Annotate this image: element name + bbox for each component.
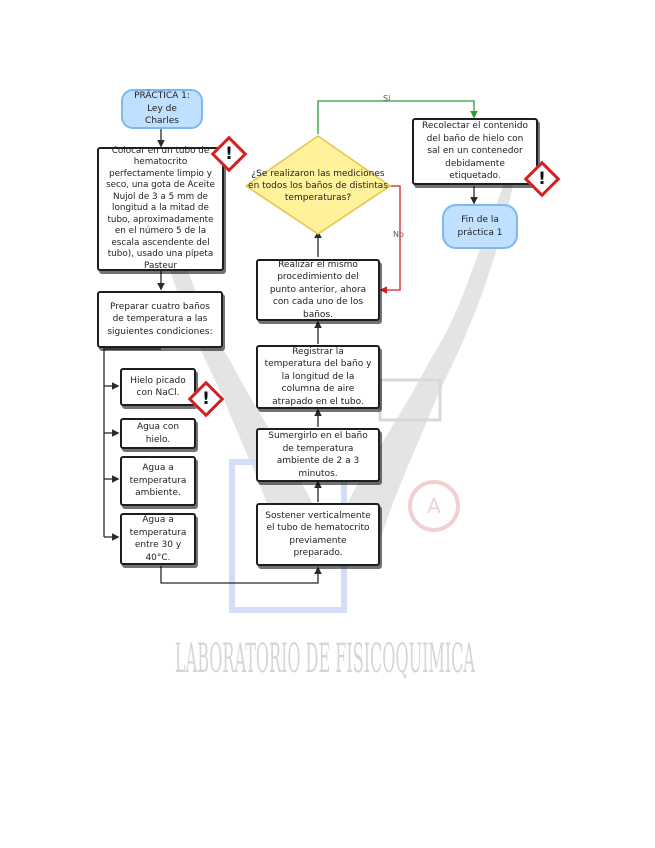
step-sostener-tubo: Sostener verticalmente el tubo de hemato… [256, 503, 380, 566]
battery-symbol [378, 378, 442, 422]
start-terminal: PRÁCTICA 1: Ley de Charles [121, 89, 203, 129]
end-text: Fin de la práctica 1 [457, 215, 503, 238]
bath-30-40: Agua a temperatura entre 30 y 40°C. [120, 513, 196, 565]
step-repetir-text: Realizar el mismo procedimiento del punt… [269, 259, 367, 320]
step-registrar: Registrar la temperatura del baño y la l… [256, 345, 380, 409]
arrow-bath4-step3 [160, 566, 322, 584]
bath-ambiente: Agua a temperatura ambiente. [120, 456, 196, 506]
decision-diamond [244, 135, 392, 235]
bath-ambiente-text: Agua a temperatura ambiente. [129, 463, 187, 499]
decision-question: ¿Se realizaron las mediciones en todos l… [248, 169, 388, 203]
step-recolectar: Recolectar el contenido del baño de hiel… [412, 118, 538, 185]
step-colocar-gota: Colocar en un tubo de hematocrito perfec… [97, 145, 224, 271]
bath-hielo-nacl: Hielo picado con NaCl. [120, 368, 196, 406]
arrow-no [379, 185, 401, 294]
no-label: No [393, 230, 404, 239]
end-terminal: Fin de la práctica 1 [442, 204, 518, 249]
hazard-mark: ! [202, 389, 210, 409]
arrow-yes [317, 100, 478, 134]
branch-baths [103, 348, 161, 537]
yes-label: Si [383, 94, 391, 103]
hazard-mark: ! [225, 144, 233, 164]
step-repetir: Realizar el mismo procedimiento del punt… [256, 259, 380, 321]
ammeter-circle [408, 480, 460, 532]
step-sostener-tubo-text: Sostener verticalmente el tubo de hemato… [265, 510, 371, 559]
step-registrar-text: Registrar la temperatura del baño y la l… [264, 346, 372, 407]
start-text: PRÁCTICA 1: Ley de Charles [134, 91, 190, 127]
step-recolectar-text: Recolectar el contenido del baño de hiel… [422, 121, 528, 182]
bath-hielo-nacl-text: Hielo picado con NaCl. [130, 375, 186, 399]
step-sumergir: Sumergirlo en el baño de temperatura amb… [256, 428, 380, 482]
hazard-mark: ! [538, 169, 546, 189]
bath-30-40-text: Agua a temperatura entre 30 y 40°C. [129, 515, 187, 563]
step-colocar-gota-text: Colocar en un tubo de hematocrito perfec… [106, 145, 215, 271]
ammeter-label: A [427, 494, 441, 518]
step-preparar-banos-text: Preparar cuatro baños de temperatura a l… [107, 301, 213, 337]
watermark-text: LABORATORIO DE FISICOQUIMICA [175, 636, 475, 682]
bath-agua-hielo-text: Agua con hielo. [136, 422, 180, 445]
step-preparar-banos: Preparar cuatro baños de temperatura a l… [97, 291, 223, 348]
decision-text: ¿Se realizaron las mediciones en todos l… [248, 160, 388, 212]
bath-agua-hielo: Agua con hielo. [120, 418, 196, 449]
step-sumergir-text: Sumergirlo en el baño de temperatura amb… [268, 431, 368, 479]
